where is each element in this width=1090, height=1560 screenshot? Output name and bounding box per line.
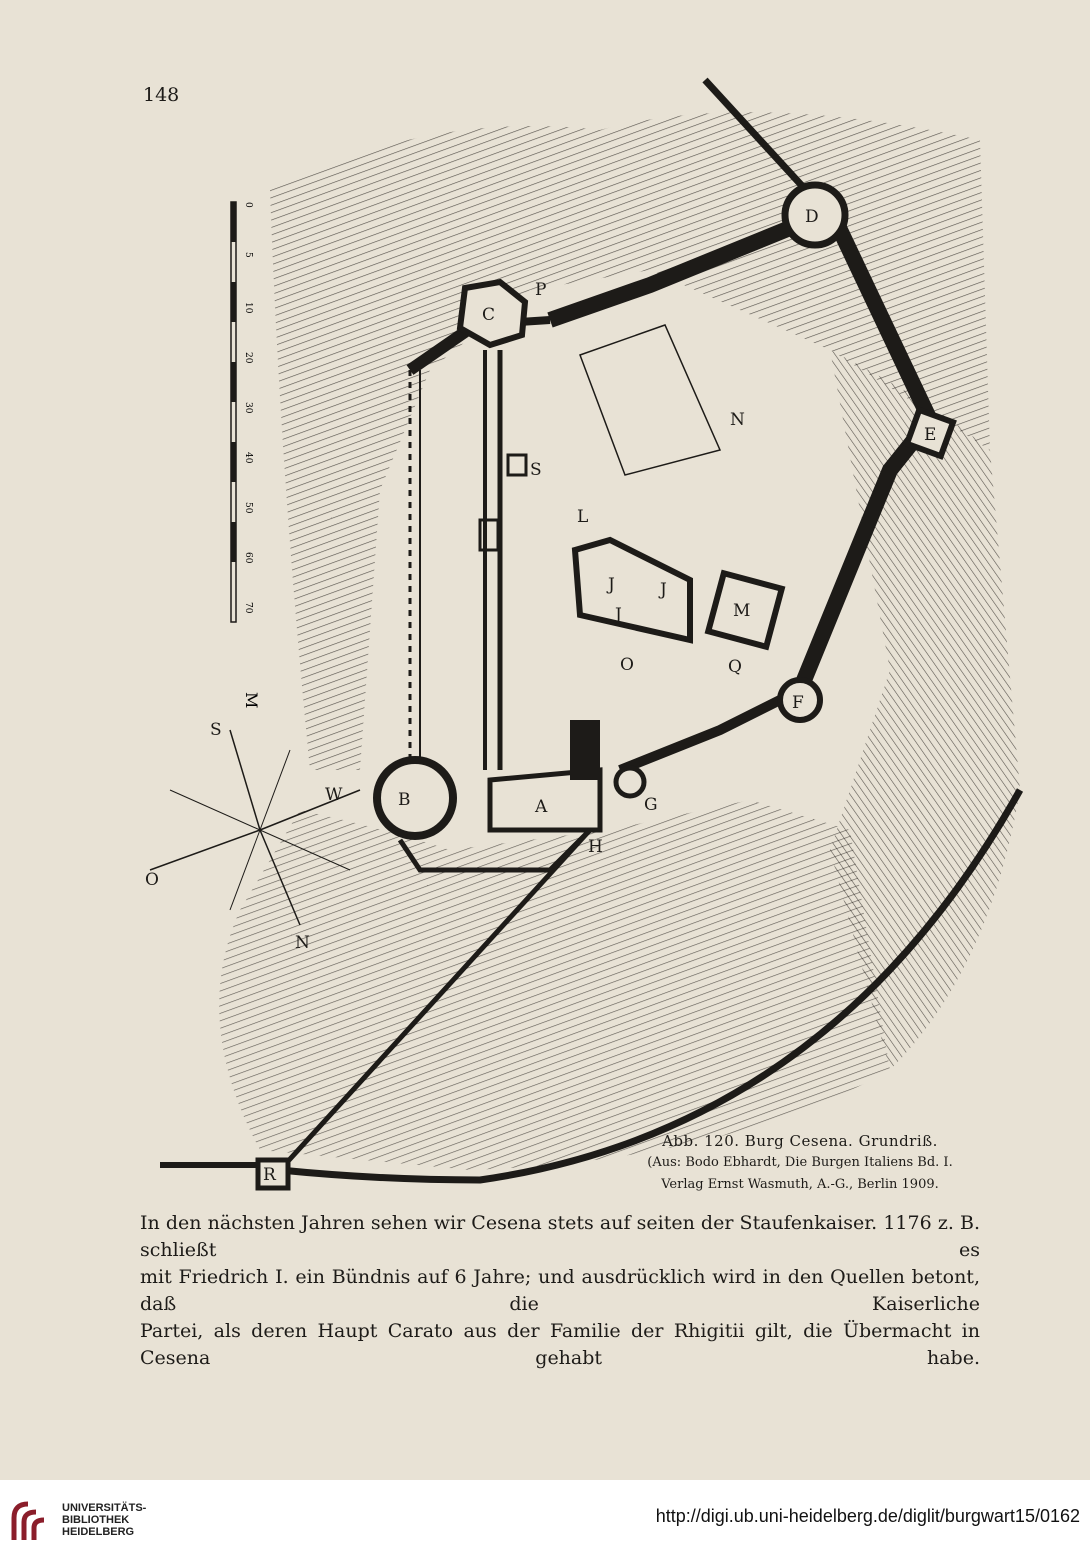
gate-block [570, 720, 600, 780]
scale-label: 40 [243, 452, 253, 464]
institution-name: UNIVERSITÄTS- BIBLIOTHEK HEIDELBERG [62, 1502, 147, 1538]
scale-label: M [242, 692, 261, 708]
plan-label-E: E [924, 425, 936, 445]
wall-north-extension [702, 77, 818, 203]
terrain-hatching-north [270, 112, 990, 770]
building-J [571, 536, 693, 644]
tower-F [777, 677, 823, 723]
tower-C [456, 278, 529, 349]
building-S [506, 453, 528, 477]
plan-label-J2: J [658, 580, 667, 600]
compass-rose [149, 729, 361, 926]
building-A [487, 767, 603, 833]
tower-B [373, 756, 457, 840]
building-L-small [478, 518, 500, 552]
plan-label-P: P [535, 280, 546, 300]
permalink-url[interactable]: http://digi.ub.uni-heidelberg.de/diglit/… [655, 1506, 1080, 1526]
caption-title: Abb. 120. Burg Cesena. Grundriß. [662, 1132, 938, 1150]
plan-label-L: L [577, 507, 588, 527]
plan-label-Q: Q [728, 657, 742, 677]
compass-label-W: W [325, 785, 343, 805]
scale-label: 30 [243, 402, 253, 414]
page-number: 148 [143, 84, 180, 106]
body-line-1: In den nächsten Jahren sehen wir Cesena … [140, 1212, 980, 1261]
scale-label: 5 [243, 252, 253, 258]
plan-label-F: F [792, 693, 804, 713]
tower-G [613, 765, 647, 799]
building-M [704, 569, 786, 651]
scale-label: 60 [243, 552, 253, 564]
castle-floor-plan: D E F G C P S B A H R N L J J J M Q O S … [145, 77, 1024, 1191]
scale-bar [230, 201, 237, 623]
plan-label-H: H [588, 837, 603, 857]
tower-E [903, 406, 957, 460]
compass-label-O: O [145, 870, 159, 890]
terrain-hatching-east [830, 350, 1020, 1070]
figure-caption: Abb. 120. Burg Cesena. Grundriß. (Aus: B… [600, 1130, 1000, 1196]
plan-label-M: M [733, 601, 750, 621]
plan-label-O: O [620, 655, 634, 675]
compass-label-S: S [210, 720, 222, 740]
scanned-page: 148 [140, 77, 1024, 1372]
plan-label-S: S [530, 460, 542, 480]
plan-label-A: A [534, 797, 548, 817]
compass-label-N: N [295, 933, 310, 953]
scale-label: 20 [243, 352, 253, 364]
building-N [579, 324, 722, 476]
scale-label: 70 [243, 602, 253, 614]
plan-label-R: R [263, 1165, 277, 1185]
outer-curved-wall [279, 788, 1024, 1184]
plan-label-N: N [730, 410, 745, 430]
plan-label-B: B [398, 790, 411, 810]
viewer-footer: UNIVERSITÄTS- BIBLIOTHEK HEIDELBERG http… [0, 1480, 1090, 1560]
plan-label-D: D [805, 207, 819, 227]
body-paragraph: In den nächsten Jahren sehen wir Cesena … [140, 1210, 980, 1372]
plan-label-C: C [482, 305, 495, 325]
terrain-hatching-south [219, 800, 890, 1170]
scale-label: 10 [243, 302, 253, 314]
plan-label-J1: J [606, 575, 615, 595]
body-line-3: Partei, als deren Haupt Carato aus der F… [140, 1320, 980, 1369]
university-logo-icon [11, 1501, 45, 1540]
caption-source: (Aus: Bodo Ebhardt, Die Burgen Italiens … [647, 1155, 953, 1170]
plan-label-G: G [644, 795, 658, 815]
plan-label-J3: J [613, 605, 622, 625]
wall-to-R [278, 828, 592, 1172]
tower-R [255, 1157, 291, 1191]
tower-D [781, 181, 849, 249]
scale-label: 50 [243, 502, 253, 514]
scale-label: 0 [243, 202, 253, 208]
caption-publisher: Verlag Ernst Wasmuth, A.-G., Berlin 1909… [661, 1177, 939, 1192]
body-line-2: mit Friedrich I. ein Bündnis auf 6 Jahre… [140, 1266, 980, 1315]
